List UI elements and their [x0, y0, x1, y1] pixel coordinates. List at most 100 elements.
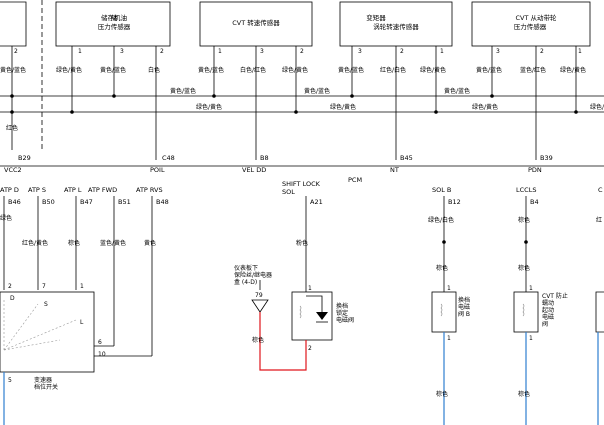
wire-label: 粉色: [296, 239, 308, 247]
pcm-signal-label: C: [598, 186, 603, 194]
wire-label: 黄色/蓝色: [0, 66, 26, 74]
wire-label: 红色/黄色: [22, 239, 48, 247]
pcm-signal-label: ATP D: [0, 186, 19, 194]
sensor-box-partial: [0, 1, 27, 47]
switch-label: 档位开关: [34, 383, 58, 391]
box-label-cvt-speed: CVT 转速传感器: [232, 18, 280, 27]
pcm-signal-label: SOL B: [432, 186, 451, 194]
connector-name: PDN: [528, 166, 542, 174]
wire-label: 绿色/黄色: [282, 66, 308, 74]
wire-label: 棕色: [518, 264, 530, 272]
wire-label: 棕色: [436, 264, 448, 272]
lccls-label: CVT 防止: [542, 292, 568, 300]
connector-pin: B45: [400, 154, 413, 162]
pin-label: 2: [300, 48, 304, 55]
pin-label: 1: [440, 48, 444, 55]
wire-label: 棕色: [252, 336, 264, 344]
pcm-signal-label: SHIFT LOCK: [282, 180, 321, 188]
wire-label: 蓝色/红色: [520, 66, 546, 74]
bus-label: 黄色/蓝色: [304, 87, 330, 95]
wire-label: 绿色: [0, 214, 12, 222]
connector-pin: B51: [118, 198, 131, 206]
coil-icon: [522, 303, 525, 317]
fuse-box-label: 保险丝/继电器: [234, 271, 272, 279]
switch-pos: L: [80, 319, 84, 326]
bus-label: 绿色/黄色: [330, 103, 356, 111]
pcm-signal-label: ATP FWD: [88, 186, 117, 194]
pin-label: 10: [98, 351, 106, 358]
pcm-signal-label: LCCLS: [516, 186, 536, 194]
pcm-signal-label: ATP RVS: [136, 186, 163, 194]
pin-label: 1: [447, 335, 451, 342]
wire-label: 黄色/蓝色: [198, 66, 224, 74]
pin-label: 1: [78, 48, 82, 55]
pin-label: 6: [98, 339, 102, 346]
wire-label: 棕色: [518, 216, 530, 224]
solenoid-label: 电磁阀: [336, 316, 354, 324]
wire-label: 红: [596, 216, 602, 224]
pin-label: 2: [8, 283, 12, 290]
sensor-box-driven-pulley: [471, 1, 591, 47]
bus-label: 绿色/黄色: [196, 103, 222, 111]
bus-label: 绿色/黄色: [472, 103, 498, 111]
bus-label: 黄色/蓝色: [444, 87, 470, 95]
switch-pos: D: [10, 295, 15, 302]
pin-label: 2: [160, 48, 164, 55]
coil-icon: [440, 303, 443, 317]
connector-pin: B8: [260, 154, 269, 162]
pin-label: 1: [529, 335, 533, 342]
wire-label: 绿色/黄色: [420, 66, 446, 74]
pin-label: 1: [308, 285, 312, 292]
pin-label: 7: [42, 283, 46, 290]
pcm-signal-label: ATP S: [28, 186, 46, 194]
connector-pin: B47: [80, 198, 93, 206]
connector-pin: B4: [530, 198, 539, 206]
wire-label: 绿色/黄色: [56, 66, 82, 74]
solenoid-b-label: 阀 B: [458, 310, 470, 318]
solenoid-b-label: 换档: [458, 296, 470, 304]
diode-icon: [316, 312, 328, 320]
pin-label: 3: [260, 48, 264, 55]
sensor-box-oil-pressure: [55, 1, 171, 47]
box-label-oil-pressure: 储: [111, 13, 118, 22]
wire-label: 棕色: [518, 390, 530, 398]
wire-label: 黄色/蓝色: [338, 66, 364, 74]
wire-label: 黄色: [144, 239, 156, 247]
pin-label: 2: [540, 48, 544, 55]
pcm-signal-label: ATP L: [64, 186, 82, 194]
box-label-turbine-1: 变矩器: [366, 13, 386, 22]
connector-pin: C48: [162, 154, 175, 162]
pin-label: 2: [400, 48, 404, 55]
wire-label: 红色: [6, 124, 18, 132]
pin-label: 3: [358, 48, 362, 55]
lccls-label: 阀: [542, 320, 548, 328]
solenoid-b-label: 电磁: [458, 303, 470, 311]
connector-name: POIL: [150, 166, 165, 174]
coil-icon: [299, 305, 302, 319]
pin-label: 1: [578, 48, 582, 55]
wire-label: 绿色/白色: [428, 216, 454, 224]
connector-pin: B12: [448, 198, 461, 206]
box-label-turbine-2: 涡轮转速传感器: [373, 22, 419, 31]
fuse-box-label: 盒 (4-D): [234, 278, 257, 286]
wire-label: 白色: [148, 66, 160, 74]
pin-label: 79: [255, 292, 263, 299]
wire-label: 黄色/蓝色: [476, 66, 502, 74]
bus-label: 绿色/黄色: [590, 103, 604, 111]
pin-label: 2: [308, 345, 312, 352]
connector-name: VEL DD: [242, 166, 266, 174]
connector-pin: B29: [18, 154, 31, 162]
solenoid-label: 换档: [336, 302, 348, 310]
wire-label: 绿色/黄色: [560, 66, 586, 74]
pin-label: 2: [14, 48, 18, 55]
connector-name: VCC2: [4, 166, 22, 174]
pin-label: 1: [447, 285, 451, 292]
wire-label: 棕色: [68, 239, 80, 247]
lccls-label: 蠕动: [542, 299, 554, 307]
switch-label: 变速器: [34, 376, 52, 384]
connector-pin: B39: [540, 154, 553, 162]
connector-pin: A21: [310, 198, 323, 206]
pin-label: 1: [80, 283, 84, 290]
pin-label: 1: [218, 48, 222, 55]
